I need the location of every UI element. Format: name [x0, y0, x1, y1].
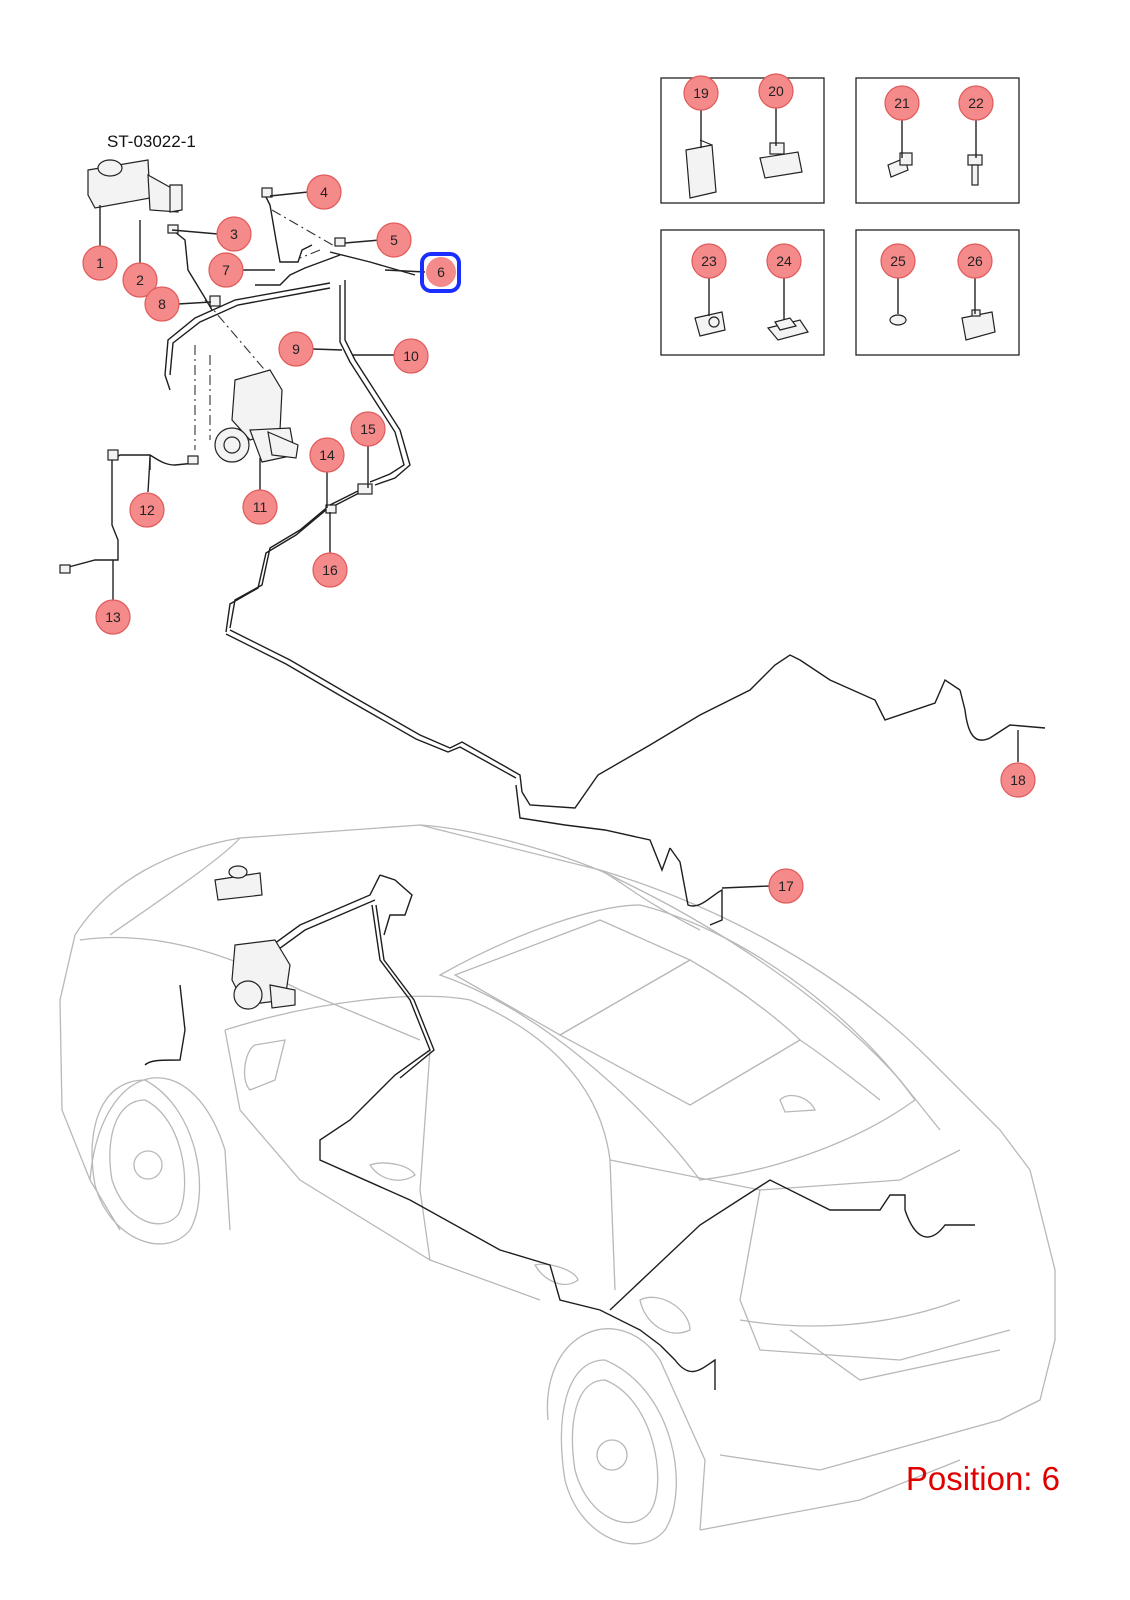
svg-text:15: 15: [360, 421, 376, 437]
drawing-code: ST-03022-1: [107, 132, 196, 151]
detail-boxes: [660, 77, 1020, 356]
callout-3[interactable]: 3: [216, 216, 252, 252]
callout-2[interactable]: 2: [122, 262, 158, 298]
detail-box-25-26: [855, 229, 1020, 356]
svg-text:9: 9: [292, 341, 300, 357]
callout-12[interactable]: 12: [129, 492, 165, 528]
svg-text:17: 17: [778, 878, 794, 894]
callout-6[interactable]: 6: [426, 257, 456, 287]
exploded-parts: [59, 159, 373, 574]
leader-lines: [99, 108, 1019, 889]
svg-text:26: 26: [967, 253, 983, 269]
callout-14[interactable]: 14: [309, 437, 345, 473]
svg-text:16: 16: [322, 562, 338, 578]
svg-text:13: 13: [105, 609, 121, 625]
callout-10[interactable]: 10: [393, 338, 429, 374]
callout-13[interactable]: 13: [95, 599, 131, 635]
svg-text:18: 18: [1010, 772, 1026, 788]
callout-22[interactable]: 22: [958, 85, 994, 121]
callout-8[interactable]: 8: [144, 286, 180, 322]
callout-24[interactable]: 24: [766, 243, 802, 279]
callout-9[interactable]: 9: [278, 331, 314, 367]
svg-text:20: 20: [768, 83, 784, 99]
svg-text:21: 21: [894, 95, 910, 111]
callout-25[interactable]: 25: [880, 243, 916, 279]
callout-20[interactable]: 20: [758, 73, 794, 109]
detail-box-21-22: [855, 77, 1020, 204]
callout-23[interactable]: 23: [691, 243, 727, 279]
svg-text:1: 1: [96, 255, 104, 271]
svg-text:24: 24: [776, 253, 792, 269]
svg-text:3: 3: [230, 226, 238, 242]
callout-26[interactable]: 26: [957, 243, 993, 279]
callout-7[interactable]: 7: [208, 252, 244, 288]
callout-5[interactable]: 5: [376, 222, 412, 258]
svg-text:11: 11: [253, 499, 268, 515]
svg-text:22: 22: [968, 95, 984, 111]
svg-text:4: 4: [320, 184, 328, 200]
vehicle-components: [214, 865, 296, 1010]
svg-text:6: 6: [437, 264, 445, 280]
detail-box-19-20: [660, 77, 825, 204]
svg-text:25: 25: [890, 253, 906, 269]
callout-18[interactable]: 18: [1000, 762, 1036, 798]
callout-21[interactable]: 21: [884, 85, 920, 121]
detail-box-23-24: [660, 229, 825, 356]
svg-text:19: 19: [693, 85, 709, 101]
svg-text:23: 23: [701, 253, 717, 269]
svg-text:8: 8: [158, 296, 166, 312]
svg-text:14: 14: [319, 447, 335, 463]
callout-11[interactable]: 11: [242, 489, 278, 525]
vehicle-outline: [59, 824, 1056, 1545]
callout-17[interactable]: 17: [768, 868, 804, 904]
svg-text:7: 7: [222, 262, 230, 278]
selection-ring: [420, 252, 461, 293]
callouts: 1 2 3 4 5 6 7 8 9 10 11 12 13 14 15 16 1…: [82, 73, 1036, 904]
svg-text:10: 10: [403, 348, 419, 364]
svg-text:12: 12: [139, 502, 155, 518]
position-label: Position: 6: [905, 1460, 1060, 1497]
callout-4[interactable]: 4: [306, 174, 342, 210]
svg-text:5: 5: [390, 232, 398, 248]
callout-1[interactable]: 1: [82, 245, 118, 281]
callout-19[interactable]: 19: [683, 75, 719, 111]
callout-15[interactable]: 15: [350, 411, 386, 447]
callout-16[interactable]: 16: [312, 552, 348, 588]
svg-text:2: 2: [136, 272, 144, 288]
